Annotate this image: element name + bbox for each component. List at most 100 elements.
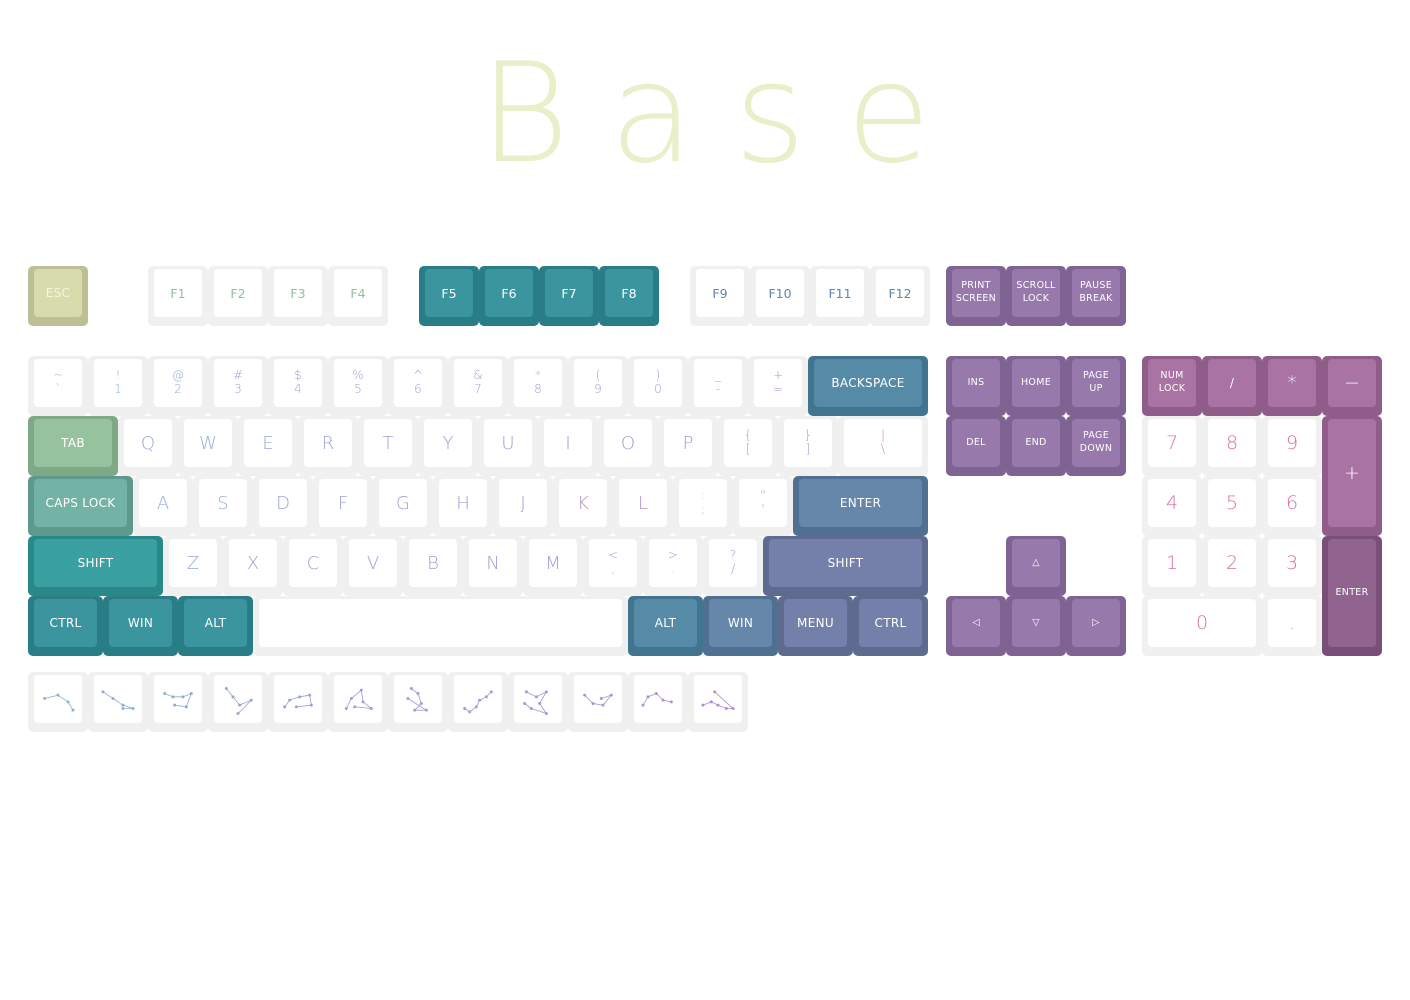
key-np1[interactable]: 1 <box>1142 536 1202 596</box>
key-np-dot[interactable]: . <box>1262 596 1322 656</box>
key-aquarius-constellation[interactable] <box>628 672 688 732</box>
key-right[interactable]: ▷ <box>1066 596 1126 656</box>
key-e[interactable]: E <box>238 416 298 476</box>
key-y[interactable]: Y <box>418 416 478 476</box>
key-1[interactable]: ! 1 <box>88 356 148 416</box>
key-f2[interactable]: F2 <box>208 266 268 326</box>
key-i[interactable]: I <box>538 416 598 476</box>
key-p[interactable]: P <box>658 416 718 476</box>
key-semicolon[interactable]: : ; <box>673 476 733 536</box>
key-lshift[interactable]: SHIFT <box>28 536 163 596</box>
key-6[interactable]: ^ 6 <box>388 356 448 416</box>
key-3[interactable]: # 3 <box>208 356 268 416</box>
key-end[interactable]: END <box>1006 416 1066 476</box>
key-5[interactable]: % 5 <box>328 356 388 416</box>
key-2[interactable]: @ 2 <box>148 356 208 416</box>
key-np2[interactable]: 2 <box>1202 536 1262 596</box>
key-rbracket[interactable]: } ] <box>778 416 838 476</box>
key-menu[interactable]: MENU <box>778 596 853 656</box>
key-ins[interactable]: INS <box>946 356 1006 416</box>
key-sagittarius-constellation[interactable] <box>508 672 568 732</box>
key-7[interactable]: & 7 <box>448 356 508 416</box>
key-caps-lock[interactable]: CAPS LOCK <box>28 476 133 536</box>
key-0[interactable]: ) 0 <box>628 356 688 416</box>
key-f6[interactable]: F6 <box>479 266 539 326</box>
key-z[interactable]: Z <box>163 536 223 596</box>
key-page-up[interactable]: PAGE UP <box>1066 356 1126 416</box>
key-4[interactable]: $ 4 <box>268 356 328 416</box>
key-virgo-constellation[interactable] <box>328 672 388 732</box>
key-scroll-lock[interactable]: SCROLL LOCK <box>1006 266 1066 326</box>
key-np-plus[interactable]: + <box>1322 416 1382 536</box>
key-lctrl[interactable]: CTRL <box>28 596 103 656</box>
key-v[interactable]: V <box>343 536 403 596</box>
key-up[interactable]: △ <box>1006 536 1066 596</box>
key-np-minus[interactable]: − <box>1322 356 1382 416</box>
key-rctrl[interactable]: CTRL <box>853 596 928 656</box>
key-pause-break[interactable]: PAUSE BREAK <box>1066 266 1126 326</box>
key-np6[interactable]: 6 <box>1262 476 1322 536</box>
key-aries-constellation[interactable] <box>28 672 88 732</box>
key-quote[interactable]: " ' <box>733 476 793 536</box>
key-enter[interactable]: ENTER <box>793 476 928 536</box>
key-print-screen[interactable]: PRINT SCREEN <box>946 266 1006 326</box>
key-f5[interactable]: F5 <box>419 266 479 326</box>
key-taurus-constellation[interactable] <box>88 672 148 732</box>
key-np0[interactable]: 0 <box>1142 596 1262 656</box>
key-c[interactable]: C <box>283 536 343 596</box>
key-8[interactable]: * 8 <box>508 356 568 416</box>
key-k[interactable]: K <box>553 476 613 536</box>
key-scorpio-constellation[interactable] <box>448 672 508 732</box>
key-slash[interactable]: ? / <box>703 536 763 596</box>
key-t[interactable]: T <box>358 416 418 476</box>
key-x[interactable]: X <box>223 536 283 596</box>
key-space[interactable] <box>253 596 628 656</box>
key-down[interactable]: ▽ <box>1006 596 1066 656</box>
key-pisces-constellation[interactable] <box>688 672 748 732</box>
key-f10[interactable]: F10 <box>750 266 810 326</box>
key-np-enter[interactable]: ENTER <box>1322 536 1382 656</box>
key-rwin[interactable]: WIN <box>703 596 778 656</box>
key-lbracket[interactable]: { [ <box>718 416 778 476</box>
key-np4[interactable]: 4 <box>1142 476 1202 536</box>
key-left[interactable]: ◁ <box>946 596 1006 656</box>
key-del[interactable]: DEL <box>946 416 1006 476</box>
key-tab[interactable]: TAB <box>28 416 118 476</box>
key-s[interactable]: S <box>193 476 253 536</box>
key-r[interactable]: R <box>298 416 358 476</box>
key-backspace[interactable]: BACKSPACE <box>808 356 928 416</box>
key-cancer-constellation[interactable] <box>208 672 268 732</box>
key-home-key[interactable]: HOME <box>1006 356 1066 416</box>
key-tilde[interactable]: ~ ` <box>28 356 88 416</box>
key-comma[interactable]: < , <box>583 536 643 596</box>
key-d[interactable]: D <box>253 476 313 536</box>
key-l[interactable]: L <box>613 476 673 536</box>
key-backslash[interactable]: | \ <box>838 416 928 476</box>
key-a[interactable]: A <box>133 476 193 536</box>
key-period[interactable]: > . <box>643 536 703 596</box>
key-f4[interactable]: F4 <box>328 266 388 326</box>
key-f3[interactable]: F3 <box>268 266 328 326</box>
key-np8[interactable]: 8 <box>1202 416 1262 476</box>
key-f11[interactable]: F11 <box>810 266 870 326</box>
key-num-lock[interactable]: NUM LOCK <box>1142 356 1202 416</box>
key-g[interactable]: G <box>373 476 433 536</box>
key-equals[interactable]: + = <box>748 356 808 416</box>
key-minus[interactable]: _ - <box>688 356 748 416</box>
key-lwin[interactable]: WIN <box>103 596 178 656</box>
key-u[interactable]: U <box>478 416 538 476</box>
key-w[interactable]: W <box>178 416 238 476</box>
key-f1[interactable]: F1 <box>148 266 208 326</box>
key-libra-constellation[interactable] <box>388 672 448 732</box>
key-9[interactable]: ( 9 <box>568 356 628 416</box>
key-f7[interactable]: F7 <box>539 266 599 326</box>
key-np7[interactable]: 7 <box>1142 416 1202 476</box>
key-np3[interactable]: 3 <box>1262 536 1322 596</box>
key-esc[interactable]: ESC <box>28 266 88 326</box>
key-h[interactable]: H <box>433 476 493 536</box>
key-n[interactable]: N <box>463 536 523 596</box>
key-page-down[interactable]: PAGE DOWN <box>1066 416 1126 476</box>
key-o[interactable]: O <box>598 416 658 476</box>
key-np5[interactable]: 5 <box>1202 476 1262 536</box>
key-ralt[interactable]: ALT <box>628 596 703 656</box>
